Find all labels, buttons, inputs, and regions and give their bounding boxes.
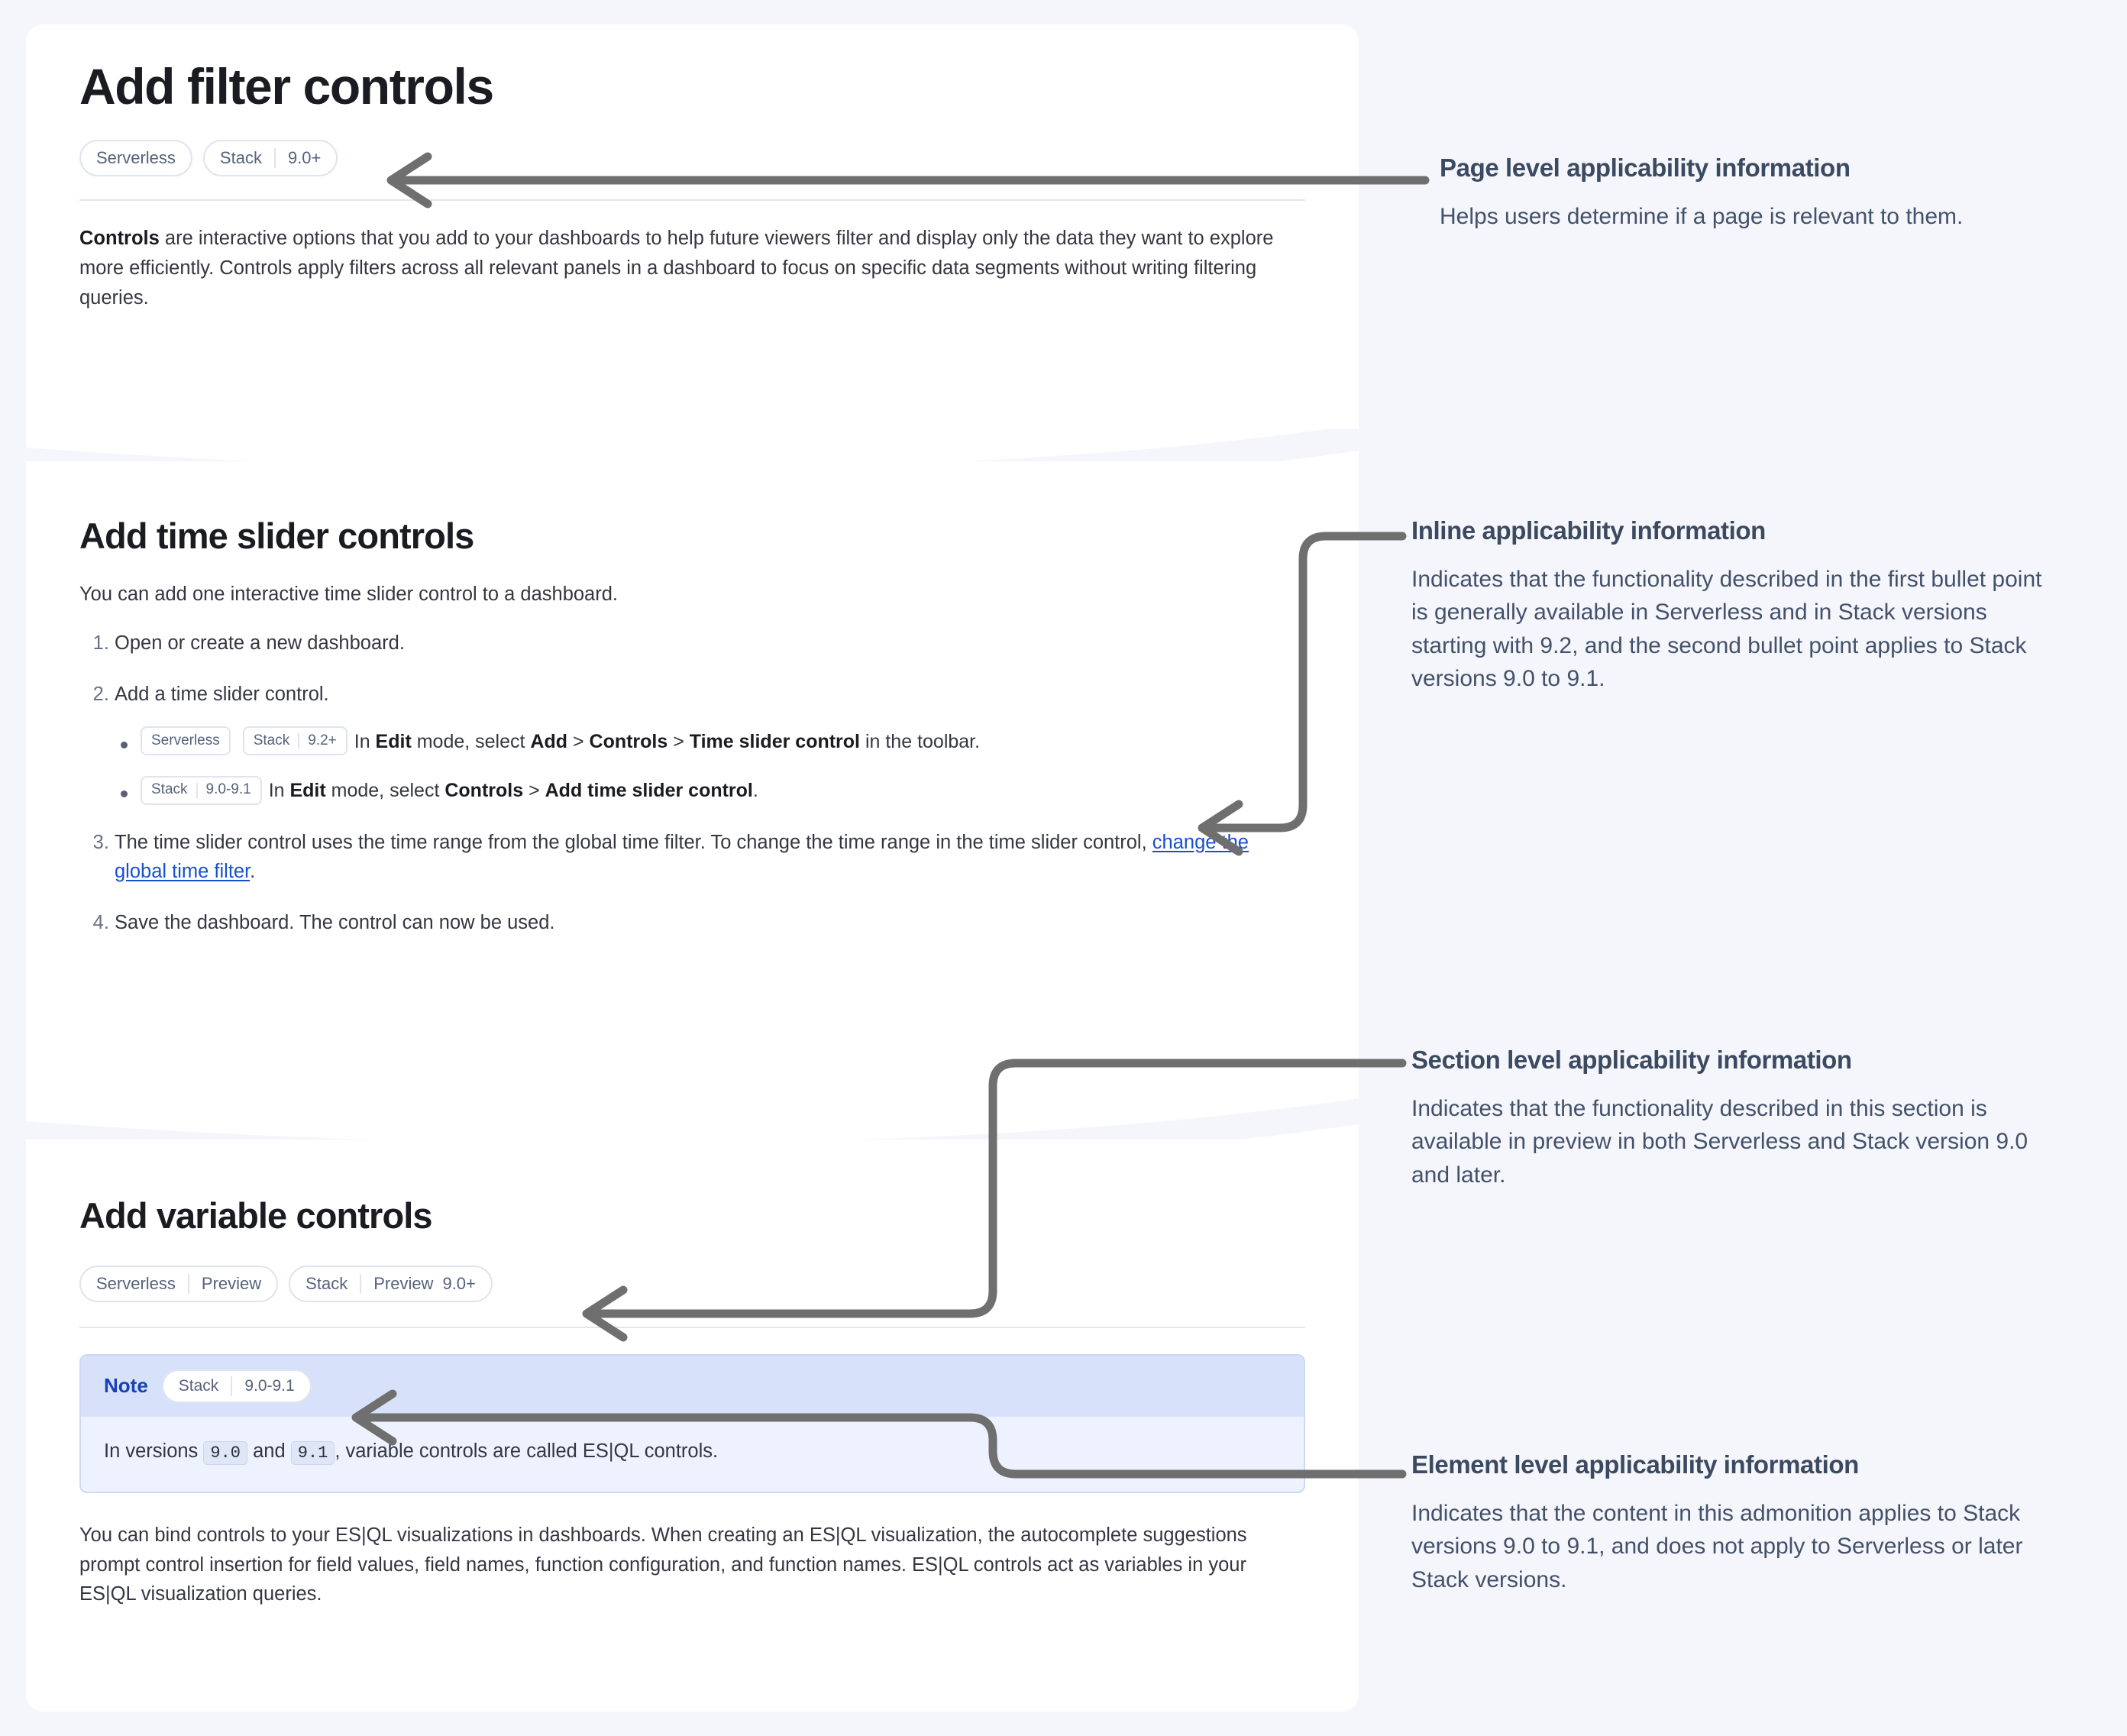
badge-name: Stack [178,1376,219,1395]
text-run: > [668,730,690,752]
bullet-item: Stack 9.0-9.1 In Edit mode, select Contr… [121,775,1305,806]
inline-code-version: 9.1 [290,1440,335,1465]
note-badge-stack[interactable]: Stack 9.0-9.1 [161,1369,312,1403]
annotation-inline-level: Inline applicability information Indicat… [1411,516,2045,696]
bullet-text: In Edit mode, select Controls > Add time… [269,780,758,801]
annotation-title: Element level applicability information [1411,1450,1859,1479]
badge-stack[interactable]: Stack 9.0+ [202,140,338,177]
text-run: The time slider control uses the time ra… [115,831,1152,853]
annotation-title: Page level applicability information [1440,154,1851,182]
variable-controls-paragraph: You can bind controls to your ES|QL visu… [79,1524,1247,1605]
note-admonition: Note Stack 9.0-9.1 In versions 9.0 and 9… [79,1353,1305,1493]
badge-version: 9.0+ [287,148,322,168]
page-header-card: Add filter controls Serverless Stack 9.0… [26,24,1359,429]
chip-version: 9.2+ [308,732,337,749]
annotation-body: Indicates that the content in this admon… [1411,1500,2023,1592]
variable-controls-section-card: Add variable controls Serverless Preview… [26,1140,1359,1712]
badge-separator [360,1273,362,1294]
annotation-body: Indicates that the functionality describ… [1411,1095,2028,1188]
steps-list: Open or create a new dashboard. Add a ti… [79,629,1305,938]
badge-serverless-preview[interactable]: Serverless Preview [79,1265,279,1302]
section-applicability-badges: Serverless Preview Stack Preview 9.0+ [79,1265,1305,1302]
section-intro: You can add one interactive time slider … [79,583,618,605]
section-title-variable-controls: Add variable controls [79,1195,433,1236]
badge-version: 9.0-9.1 [244,1376,295,1395]
intro-rest: are interactive options that you add to … [79,228,1274,309]
annotation-body: Helps users determine if a page is relev… [1440,203,1964,229]
chip-serverless[interactable]: Serverless [141,726,231,756]
step-item: Save the dashboard. The control can now … [115,908,1305,938]
annotation-section-level: Section level applicability information … [1411,1045,2045,1191]
text-run: In [354,730,376,752]
annotation-body: Indicates that the functionality describ… [1411,566,2042,692]
step-item: Open or create a new dashboard. [115,629,1305,658]
inline-applicability-bullets: Serverless Stack 9.2+ In Edit mode, sele… [115,726,1305,807]
text-run: mode, select [411,730,531,752]
step-text: Add a time slider control. [115,684,329,706]
text-run: > [523,780,545,802]
badge-separator [231,1376,233,1396]
note-header: Note Stack 9.0-9.1 [81,1355,1304,1417]
step-text: Open or create a new dashboard. [115,632,405,655]
badge-serverless[interactable]: Serverless [79,140,192,177]
text-run: In versions [104,1440,204,1462]
badge-name: Stack [305,1273,348,1293]
text-run: In [268,780,290,802]
text-run-bold: Edit [375,730,412,752]
badge-separator [187,1273,189,1294]
bullet-item: Serverless Stack 9.2+ In Edit mode, sele… [121,726,1305,757]
annotation-page-level: Page level applicability information Hel… [1440,153,2074,233]
chip-name: Serverless [151,732,220,749]
section-title-time-slider: Add time slider controls [79,516,474,556]
doc-column: Add filter controls Serverless Stack 9.0… [26,24,1359,1712]
chip-stack[interactable]: Stack 9.2+ [242,726,347,756]
note-label: Note [104,1374,148,1398]
bullet-text: In Edit mode, select Add > Controls > Ti… [354,731,980,752]
text-run-bold: Time slider control [689,730,861,752]
badge-stack-preview[interactable]: Stack Preview 9.0+ [289,1265,493,1302]
chip-stack[interactable]: Stack 9.0-9.1 [141,775,262,805]
badge-version: 9.0+ [442,1273,476,1293]
badge-separator [273,148,276,169]
chip-separator [298,733,300,749]
annotation-title: Inline applicability information [1411,516,1766,545]
text-run: . [752,780,758,802]
chip-name: Stack [253,732,290,749]
step-text: Save the dashboard. The control can now … [115,912,555,934]
badge-lifecycle: Preview [373,1273,434,1293]
step-item: The time slider control uses the time ra… [115,828,1305,887]
note-body: In versions 9.0 and 9.1, variable contro… [81,1417,1304,1492]
step-text: The time slider control uses the time ra… [115,832,1249,883]
annotation-title: Section level applicability information [1411,1046,1852,1074]
inline-code-version: 9.0 [203,1440,247,1465]
text-run: in the toolbar. [860,730,981,752]
text-run-bold: Add time slider control [545,780,753,802]
text-run: and [247,1440,291,1462]
chip-separator [196,782,198,798]
step-item: Add a time slider control. Serverless St… [115,680,1305,807]
chip-version: 9.0-9.1 [205,781,251,798]
page-applicability-badges: Serverless Stack 9.0+ [79,140,1305,177]
badge-name: Serverless [96,1273,176,1293]
annotation-element-level: Element level applicability information … [1411,1450,2045,1596]
text-run-bold: Controls [444,780,524,802]
intro-paragraph: Controls are interactive options that yo… [79,224,1305,312]
text-run-bold: Edit [289,780,326,802]
page-title: Add filter controls [79,58,494,115]
text-run: , variable controls are called ES|QL con… [335,1440,719,1462]
text-run: . [250,861,256,883]
text-run-bold: Controls [589,730,668,752]
badge-name: Stack [219,148,262,168]
badge-name: Serverless [96,148,176,168]
section-divider [79,1326,1305,1328]
badge-lifecycle: Preview [201,1273,262,1293]
text-run-bold: Add [530,730,568,752]
intro-lead: Controls [79,228,160,250]
header-divider [79,199,1305,202]
chip-name: Stack [151,781,188,798]
time-slider-section-card: Add time slider controls You can add one… [26,461,1359,1088]
text-run: mode, select [325,780,445,802]
text-run: > [567,730,590,752]
